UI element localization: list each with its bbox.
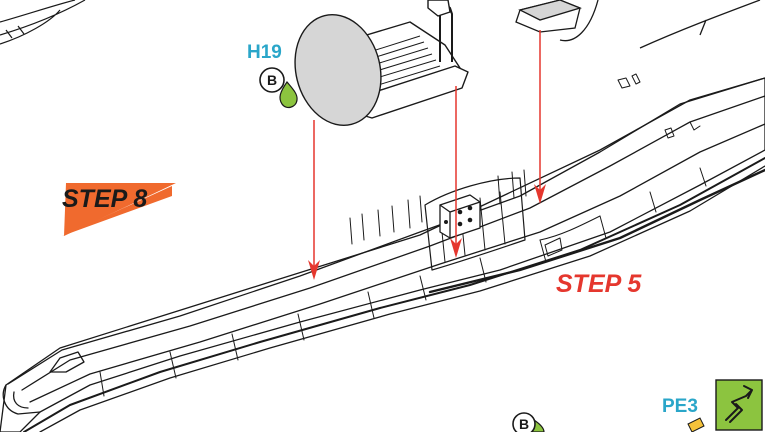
arrow-heads [308, 184, 546, 280]
upper-right-piece [515, 0, 761, 49]
hull-bottom-edge-2 [39, 165, 765, 432]
arrowhead-base [450, 238, 462, 258]
hull-bow-notch [49, 351, 85, 373]
hull-top-edge [7, 77, 765, 385]
hull-opening [424, 177, 526, 271]
glue-marker-near-h19: B [259, 67, 298, 109]
hull-bottom-edge [23, 157, 765, 432]
disc-part-h19 [294, 0, 469, 126]
glue-badge-circle [259, 67, 285, 93]
disc-pipe-top [427, 0, 451, 17]
hull-inner-ledge [29, 123, 765, 403]
disc-grille-lines [359, 35, 445, 98]
hull-ribs [99, 167, 707, 397]
step8-flag-body [64, 183, 176, 236]
arrowhead-disc [308, 260, 320, 280]
hull-small-fittings [617, 73, 701, 139]
disc-face [294, 14, 382, 126]
glue-letter-bottom: B [519, 416, 529, 432]
hull-body [0, 77, 765, 432]
hull-curved-lines [539, 215, 601, 257]
placement-arrows [313, 30, 541, 272]
step8-label: STEP 8 [62, 185, 147, 213]
glue-letter-near-h19: B [267, 72, 277, 88]
step5-label: STEP 5 [556, 270, 642, 298]
hull-keel-line [428, 168, 765, 294]
bent-arrow-icon [725, 385, 753, 423]
hull-deck-frames [349, 169, 527, 245]
hull-bow [2, 384, 41, 415]
arrowhead-bracket [534, 184, 546, 204]
hull-part [0, 73, 765, 432]
upper-left-fragment [0, 0, 86, 45]
step8-marker: STEP 8 [62, 183, 176, 236]
part-label-h19: H19 [247, 42, 282, 63]
hull-mount-block [439, 194, 481, 239]
glue-marker-bottom: B [512, 412, 545, 432]
tool-icon [687, 417, 705, 432]
pe-badge [715, 379, 763, 431]
glue-drop-icon [279, 81, 298, 109]
pe-badge-box [715, 379, 763, 431]
part-label-pe3: PE3 [662, 396, 698, 417]
glue-badge-circle-bottom [512, 412, 536, 432]
